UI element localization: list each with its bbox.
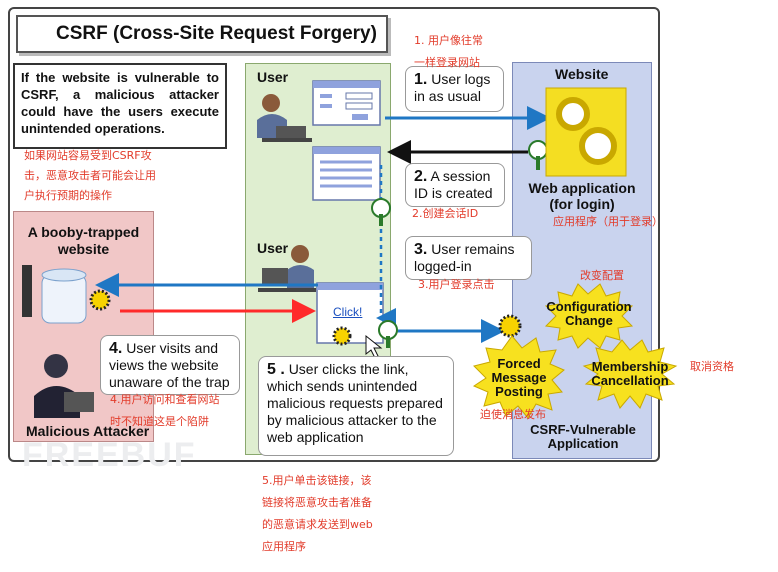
attacker-figure — [34, 354, 94, 418]
step1-cn-line: 1. 用户像往常 — [414, 34, 483, 47]
web-app-line: Web application — [528, 180, 636, 196]
step4-text-line: views the website — [109, 357, 219, 373]
intro-note: If the website is vulnerable to CSRF, a … — [13, 63, 227, 149]
burst-config-cn: 改变配置 — [580, 269, 624, 282]
burst-membership-line: Cancellation — [591, 373, 669, 388]
step5-cn-line: 5.用户单击该链接，该 — [262, 474, 372, 487]
step4-cn: 4.用户访问和查看网站 时不知道这是个陷阱 — [110, 389, 220, 433]
step1-text-line: User logs — [431, 71, 491, 87]
intro-cn-line: 击，恶意攻击者可能会让用 — [24, 169, 156, 182]
key-icon — [528, 140, 548, 170]
user-label-top: User — [257, 69, 289, 85]
step1-number: 1. — [414, 71, 428, 88]
step1-callout: 1. User logs in as usual — [405, 66, 504, 112]
vuln-app-line: CSRF-Vulnerable — [530, 422, 636, 437]
step2-callout: 2. A session ID is created — [405, 163, 505, 207]
step4-text-line: unaware of the trap — [109, 374, 230, 390]
step3-number: 3. — [414, 241, 428, 258]
burst-config-line: Change — [565, 313, 613, 328]
burst-config-label: Configuration Change — [546, 300, 632, 328]
burst-forced-label: Forced Message Posting — [484, 357, 554, 399]
website-label: Website — [555, 66, 609, 82]
burst-membership-line: Membership — [591, 359, 669, 374]
click-link[interactable]: Click! — [333, 305, 363, 319]
step3-callout: 3. User remains logged-in — [405, 236, 532, 280]
step4-callout: 4. User visits and views the website una… — [100, 335, 240, 395]
web-app-line: (for login) — [549, 196, 615, 212]
step1-text-line: in as usual — [414, 88, 481, 104]
burst-membership-label: Membership Cancellation — [588, 360, 672, 388]
watermark: FREEBUF — [22, 436, 197, 474]
step5-cn-line: 应用程序 — [262, 540, 306, 553]
step4-text-line: User visits and — [126, 340, 219, 356]
virus-icon — [89, 289, 111, 311]
vuln-app-line: Application — [547, 436, 619, 451]
step4-number: 4. — [109, 340, 123, 357]
step5-text-line: by malicious attacker to the — [267, 412, 437, 428]
virus-icon — [332, 326, 352, 346]
burst-membership-cn: 取消资格 — [690, 360, 734, 373]
intro-cn-line: 户执行预期的操作 — [24, 189, 112, 202]
step3-text-line: User remains — [431, 241, 515, 257]
burst-config-line: Configuration — [546, 299, 632, 314]
web-app-cn: 应用程序（用于登录） — [553, 215, 663, 228]
step3-text-line: logged-in — [414, 258, 472, 274]
step5-callout: 5 . User clicks the link, which sends un… — [258, 356, 454, 456]
click-window — [316, 282, 384, 344]
step3-cn: 3.用户登录点击 — [418, 278, 495, 291]
booby-trapped-line: A booby-trapped — [27, 224, 140, 240]
step2-text-line: ID is created — [414, 185, 493, 201]
burst-forced-line: Posting — [495, 384, 543, 399]
step2-number: 2. — [414, 168, 428, 185]
diagram-title: CSRF (Cross-Site Request Forgery) — [16, 15, 388, 53]
step5-text-line: which sends unintended — [267, 378, 418, 394]
gear-icon — [545, 87, 627, 177]
virus-icon — [498, 314, 522, 338]
burst-forced-line: Message — [491, 370, 547, 385]
step4-cn-line: 时不知道这是个陷阱 — [110, 415, 209, 428]
web-app-label: Web application (for login) — [512, 180, 652, 212]
user-figure-top — [257, 94, 312, 142]
burst-forced-line: Forced — [497, 356, 541, 371]
step5-number: 5 . — [267, 361, 285, 378]
step5-text-line: web application — [267, 429, 364, 445]
burst-config — [544, 283, 634, 349]
step2-cn: 2.创建会话ID — [412, 207, 479, 220]
intro-cn: 如果网站容易受到CSRF攻 击，恶意攻击者可能会让用 户执行预期的操作 — [24, 146, 239, 206]
intro-cn-line: 如果网站容易受到CSRF攻 — [24, 149, 152, 162]
step5-text-line: User clicks the link, — [288, 361, 409, 377]
burst-forced — [472, 335, 565, 419]
step5-cn-line: 的恶意请求发送到web — [262, 518, 373, 531]
malicious-attacker-label: Malicious Attacker — [26, 423, 150, 439]
step5-cn: 5.用户单击该链接，该 链接将恶意攻击者准备 的恶意请求发送到web 应用程序 — [262, 470, 373, 558]
booby-trapped-line: website — [57, 241, 110, 257]
step4-cn-line: 4.用户访问和查看网站 — [110, 393, 220, 406]
database-icon — [22, 265, 87, 324]
step1-cn: 1. 用户像往常 一样登录网站 — [414, 30, 483, 74]
vuln-app-label: CSRF-Vulnerable Application — [520, 423, 646, 451]
key-icon — [378, 320, 398, 348]
step1-cn-line: 一样登录网站 — [414, 56, 480, 69]
user-label-mid: User — [257, 240, 289, 256]
login-window — [312, 80, 381, 126]
booby-trapped-label: A booby-trapped website — [13, 224, 154, 258]
burst-membership — [582, 339, 678, 409]
step5-text-line: malicious requests prepared — [267, 395, 443, 411]
step5-cn-line: 链接将恶意攻击者准备 — [262, 496, 372, 509]
step2-text-line: A session — [430, 168, 491, 184]
key-icon — [371, 198, 391, 226]
session-window — [312, 146, 381, 201]
burst-forced-cn: 迫使消息发布 — [480, 408, 546, 421]
